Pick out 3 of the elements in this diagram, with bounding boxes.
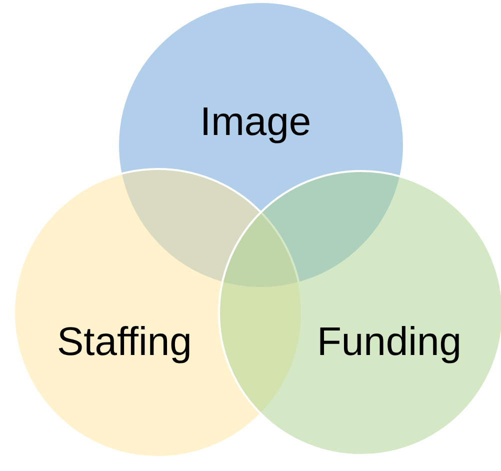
circle-label: Staffing <box>57 322 192 362</box>
circle-label: Funding <box>317 322 462 362</box>
circle-label: Image <box>200 102 312 142</box>
